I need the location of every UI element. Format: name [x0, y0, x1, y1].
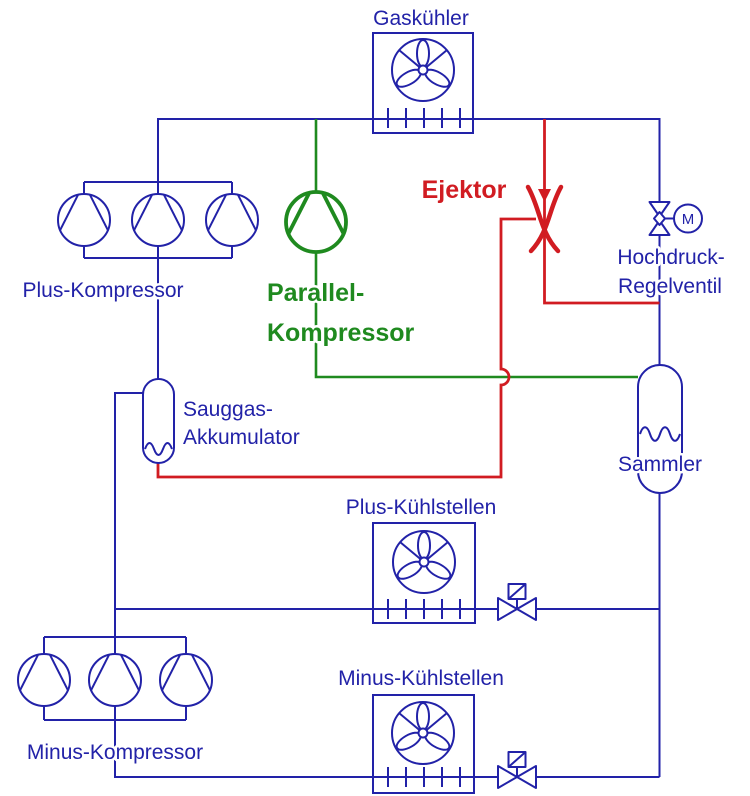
hp-valve-label-line2: Regelventil	[618, 275, 722, 298]
fan-icon	[392, 530, 456, 594]
plus-cooling-label: Plus-Kühlstellen	[346, 496, 497, 519]
suction-accumulator-label-line2: Akkumulator	[183, 426, 300, 449]
minus-compressor-label: Minus-Kompressor	[27, 741, 203, 764]
plus-compressor-top-manifold	[83, 181, 233, 194]
accumulator-liquid-level-wave	[144, 442, 173, 456]
vessels	[142, 364, 683, 494]
ejector-nozzle-curve	[525, 184, 561, 254]
ejector-label: Ejektor	[422, 176, 507, 204]
ejector-symbol	[525, 184, 564, 254]
valve-diamond	[653, 211, 666, 226]
motor-letter: M	[682, 211, 695, 228]
hp-valve-label-line1: Hochdruck-	[617, 246, 724, 269]
parallel-compressor	[284, 190, 348, 254]
compressor-icon	[159, 653, 213, 707]
compressor-icon	[284, 190, 348, 254]
valve-bottom-triangle	[648, 219, 671, 236]
ejector-suction-line-with-hop	[156, 217, 536, 479]
heat-exchanger-ticks	[387, 108, 461, 787]
parallel-compressor-suction-from-receiver	[314, 252, 638, 379]
ejector-arrow-icon	[538, 189, 551, 202]
expansion-valve-icon	[497, 583, 537, 621]
fan-icon	[391, 38, 455, 102]
minus-cooling-label: Minus-Kühlstellen	[338, 667, 504, 690]
compressor-icon	[57, 193, 111, 247]
green-pipes	[314, 119, 638, 379]
fans	[391, 38, 456, 765]
compressor-icon	[88, 653, 142, 707]
minus-compressor-bottom-manifold	[43, 706, 187, 721]
heat-exchanger-ticks-icon	[387, 767, 461, 787]
hp-control-valve	[648, 201, 703, 236]
pipe-accumulator-side-riser	[114, 392, 143, 637]
blue-pipes	[43, 118, 661, 778]
compressor-icon	[205, 193, 259, 247]
parallel-compressor-label-line2: Kompressor	[267, 319, 415, 347]
plus-compressor-bottom-manifold	[83, 246, 233, 379]
ejector-motive-and-outlet-line	[543, 119, 660, 305]
parallel-compressor-label-line1: Parallel-	[267, 279, 364, 307]
receiver-liquid-level-wave	[639, 426, 681, 442]
valve-top-triangle	[648, 201, 671, 218]
heat-exchanger-ticks-icon	[387, 108, 461, 128]
compressor-icon	[131, 193, 185, 247]
ejector-nozzle-curve	[528, 184, 564, 254]
minus-compressor-top-manifold	[43, 636, 187, 654]
blue-compressors	[17, 193, 259, 707]
compressor-icon	[17, 653, 71, 707]
expansion-valve-icon	[497, 751, 537, 789]
pipe-minus-cooling-line	[114, 720, 660, 778]
receiver-label: Sammler	[618, 453, 702, 476]
suction-accumulator-vessel	[142, 378, 175, 464]
plus-compressor-label: Plus-Kompressor	[22, 279, 183, 302]
gas-cooler-label: Gaskühler	[373, 7, 469, 30]
pipe-discharge-top	[157, 118, 661, 202]
fan-icon	[391, 701, 455, 765]
red-pipes	[156, 119, 660, 479]
labels: Gaskühler Plus-Kompressor Parallel- Komp…	[20, 5, 727, 767]
heat-exchanger-ticks-icon	[387, 599, 461, 619]
receiver-vessel	[637, 364, 683, 494]
motor-valve-icon	[673, 203, 703, 234]
suction-accumulator-label-line1: Sauggas-	[183, 398, 273, 421]
